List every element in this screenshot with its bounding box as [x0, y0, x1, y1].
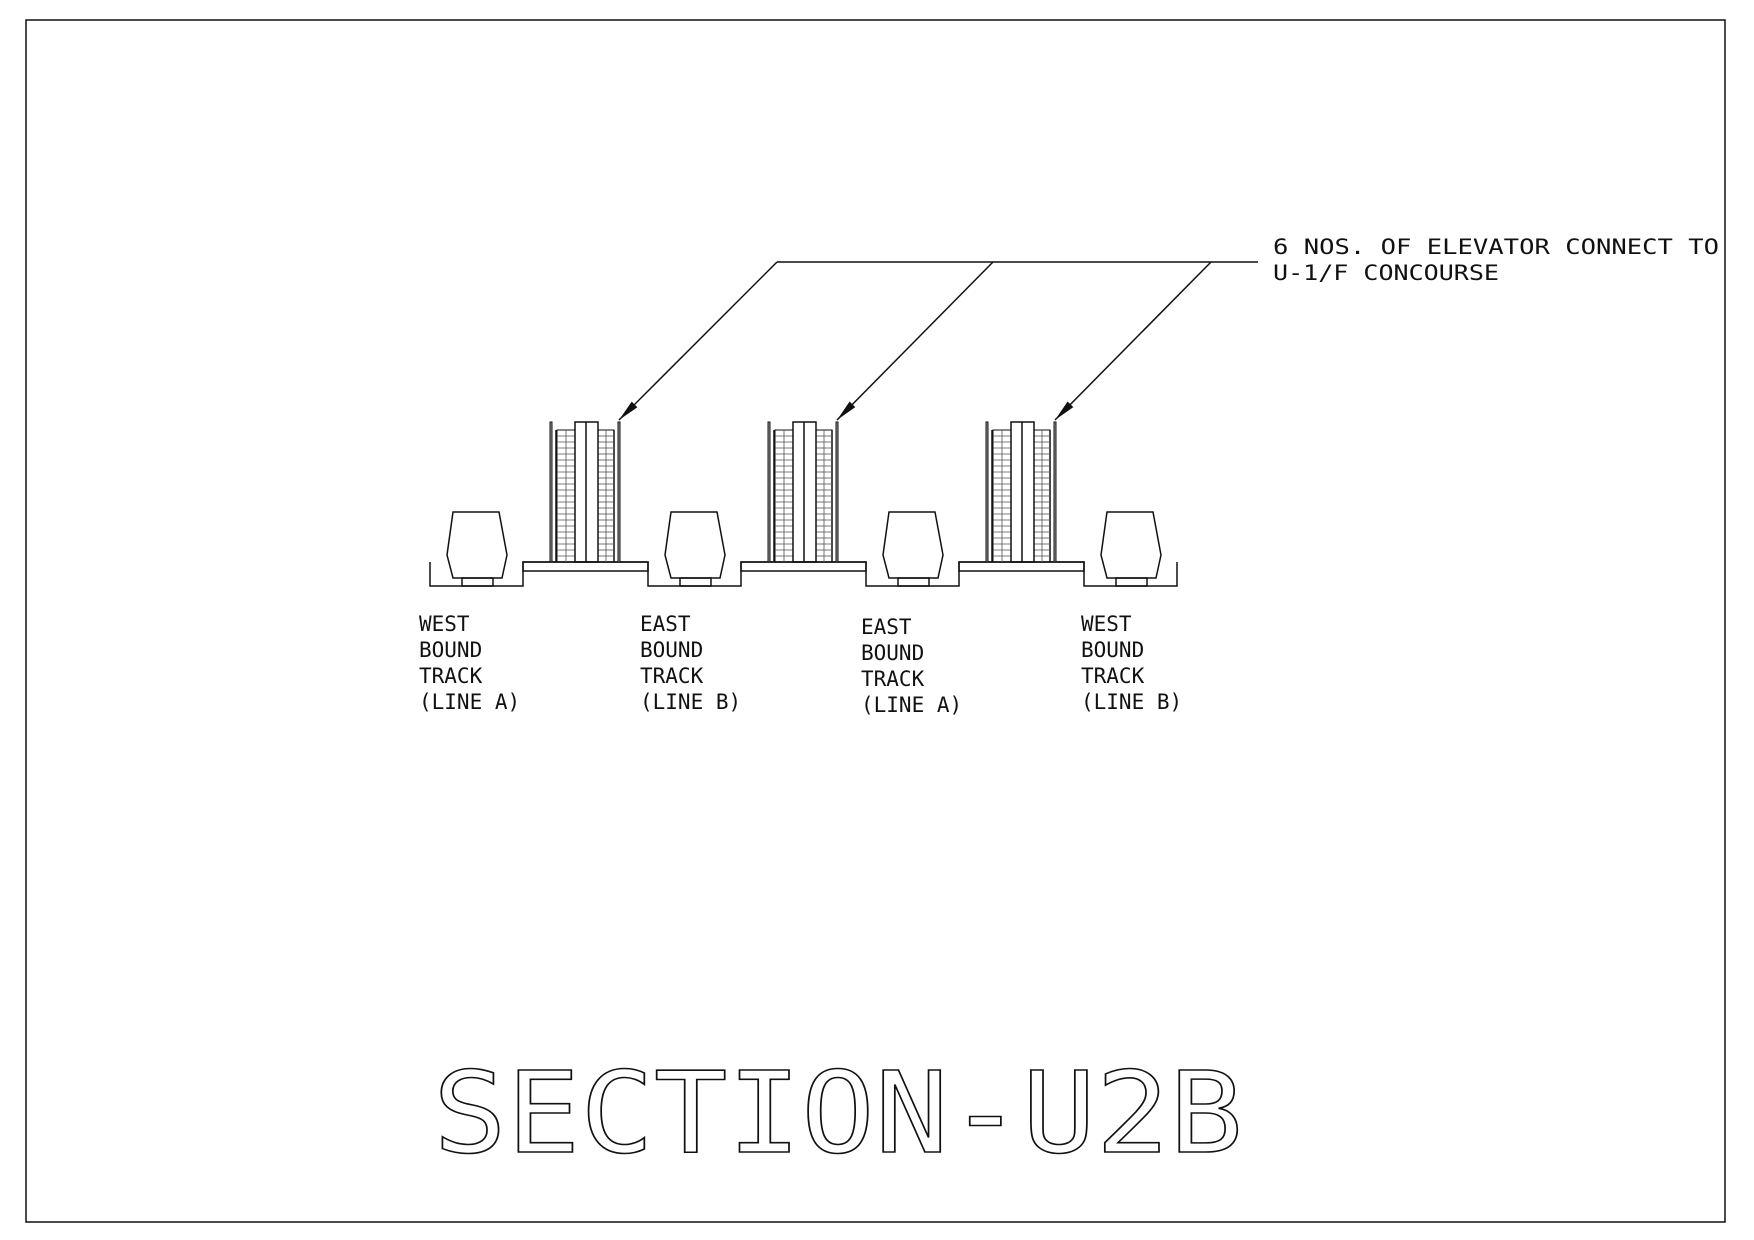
track-bed-outline	[429, 561, 1178, 587]
note-line-2: U-1/F CONCOURSE	[1273, 261, 1499, 285]
train-car	[446, 511, 508, 587]
track-label-line: TRACK	[861, 667, 925, 691]
leader-diagonal	[836, 261, 994, 421]
section-title: SECTION-U2B	[433, 1049, 1243, 1179]
shaft-wall	[549, 421, 553, 563]
track-label-line: BOUND	[419, 638, 482, 662]
track-label-line: (LINE B)	[1081, 690, 1182, 714]
shaft-wall	[985, 421, 989, 563]
train-bogie	[679, 577, 712, 587]
track-label-line: (LINE B)	[640, 690, 741, 714]
train-body	[446, 511, 508, 579]
shaft-wall	[1053, 421, 1057, 563]
train-body	[882, 511, 944, 579]
elevator-car-grid	[815, 429, 833, 563]
train-body	[1100, 511, 1162, 579]
leader-diagonal	[1054, 261, 1212, 421]
track-label-line: BOUND	[640, 638, 703, 662]
elevator-car-grid	[774, 429, 794, 563]
platform-slab	[958, 561, 1085, 572]
train-bogie	[1115, 577, 1148, 587]
shaft-wall	[835, 421, 839, 563]
shaft-wall	[767, 421, 771, 563]
track-label-line: (LINE A)	[861, 693, 962, 717]
track-label-line: EAST	[861, 615, 912, 639]
train-car	[1100, 511, 1162, 587]
leader-lines	[618, 261, 1258, 421]
track-label-line: BOUND	[861, 641, 924, 665]
arrowhead-icon	[1055, 401, 1074, 420]
train-bogie	[897, 577, 930, 587]
elevator-shaft	[740, 421, 867, 572]
note-line-1: 6 NOS. OF ELEVATOR CONNECT TO	[1273, 235, 1719, 259]
shaft-wall	[617, 421, 621, 563]
elevator-shaft	[958, 421, 1085, 572]
track-label-line: (LINE A)	[419, 690, 520, 714]
track-label-line: TRACK	[1081, 664, 1145, 688]
arrowhead-icon	[837, 401, 856, 420]
train-car	[664, 511, 726, 587]
track-label-line: BOUND	[1081, 638, 1144, 662]
train-body	[664, 511, 726, 579]
elevator-car-grid	[597, 429, 615, 563]
platform-slab	[522, 561, 649, 572]
sheet-border	[25, 19, 1726, 1223]
station-structure	[429, 421, 1178, 587]
track-label-line: WEST	[419, 612, 470, 636]
track-label-line: WEST	[1081, 612, 1132, 636]
platform-slab	[740, 561, 867, 572]
arrowhead-icon	[619, 401, 638, 420]
elevator-car-grid	[1033, 429, 1051, 563]
track-label-line: TRACK	[640, 664, 704, 688]
elevator-shaft	[522, 421, 649, 572]
train-car	[882, 511, 944, 587]
train-bogie	[461, 577, 494, 587]
track-label-line: TRACK	[419, 664, 483, 688]
leader-diagonal	[618, 261, 778, 421]
elevator-car-grid	[992, 429, 1012, 563]
elevator-car-grid	[556, 429, 576, 563]
track-label-line: EAST	[640, 612, 691, 636]
